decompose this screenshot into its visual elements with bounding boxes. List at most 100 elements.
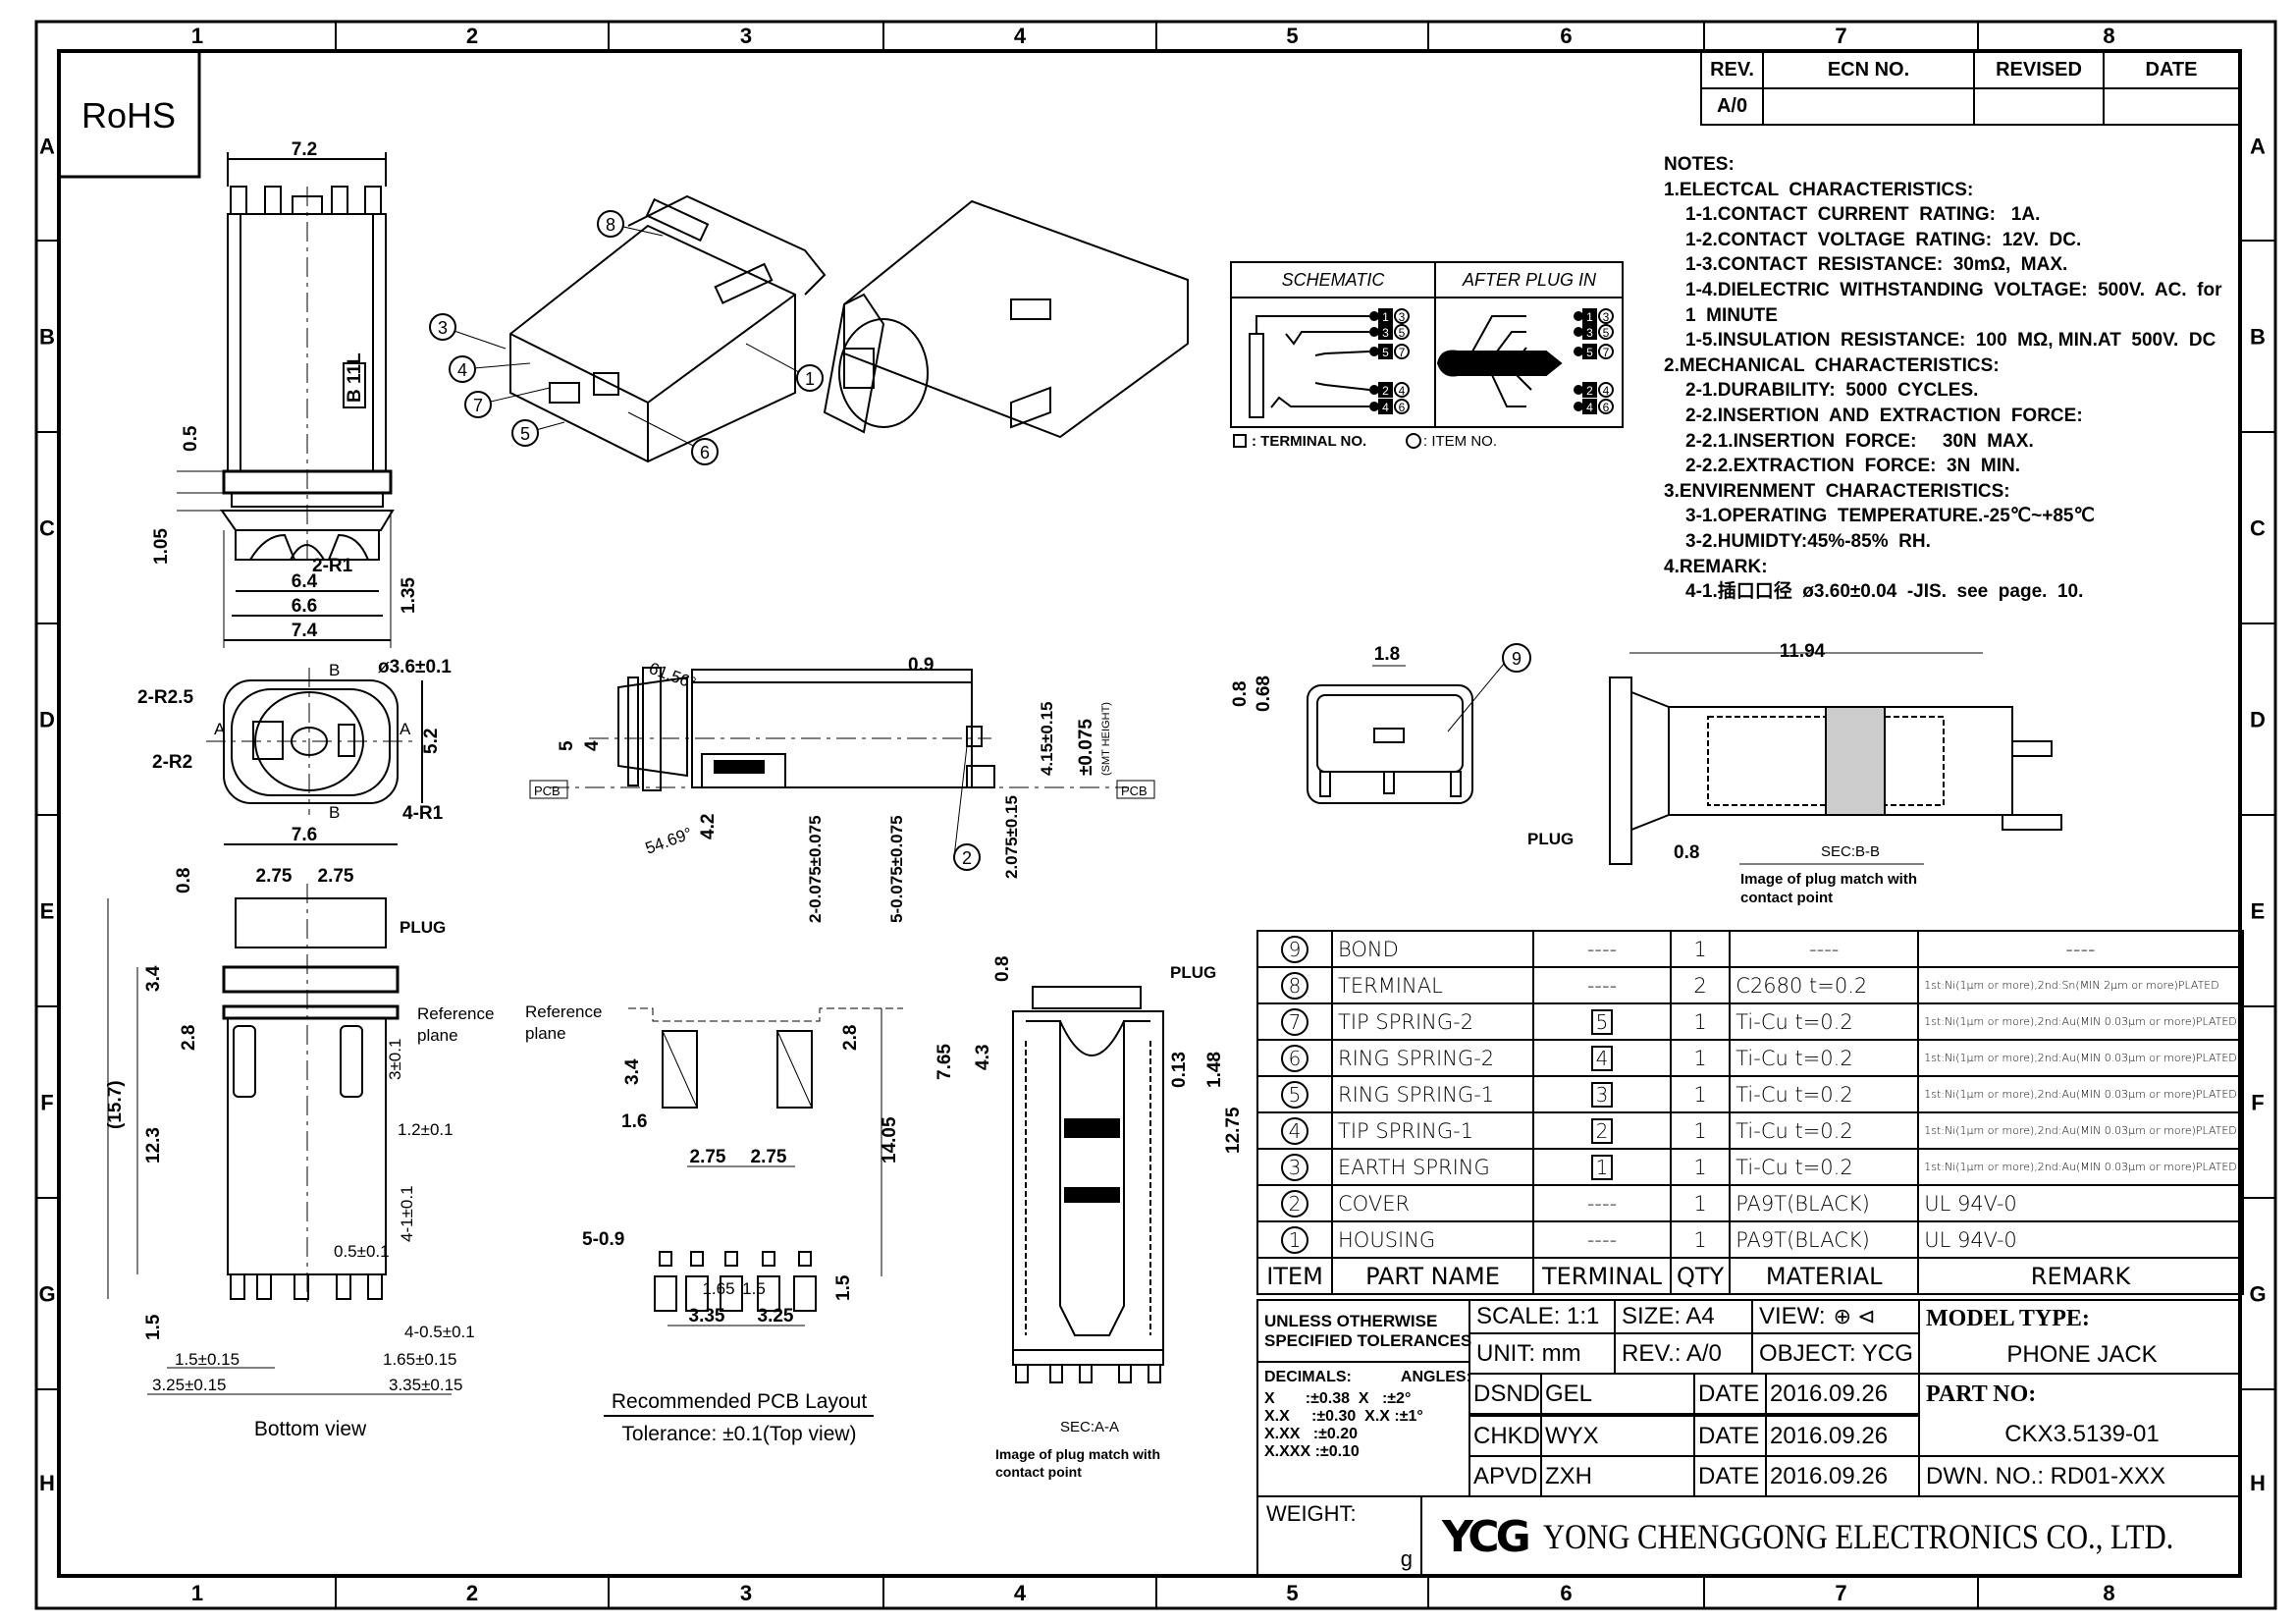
zone-row-left-E: E [40,899,55,924]
terminal-number: 3 [1586,326,1593,340]
bom-part: RING SPRING-2 [1331,1039,1534,1077]
dim-2-r2: 2-R2 [152,752,192,773]
view-label: VIEW: [1759,1303,1826,1329]
smt-height-label: (SMT HEIGHT) [1100,702,1112,776]
pcb-layout: Reference plane 3.4 2.8 1.6 2.75 2.75 14… [525,1002,903,1445]
item-number: 4 [1399,384,1406,398]
dim-5-2: 5.2 [421,729,442,754]
zone-column-top-1: 1 [191,24,203,48]
item-balloon: 5 [1281,1080,1308,1109]
bom-item: 5 [1256,1075,1333,1113]
dim-1-5: 1.5 [742,1279,766,1298]
terminal-number: 5 [1586,346,1593,359]
projection-symbol-icon: ⊕ ⊲ [1833,1304,1876,1328]
bom-qty: 2 [1669,966,1732,1004]
item-balloon: 8 [1281,971,1308,1000]
front-view: ø3.6±0.1 2-R2.5 2-R2 5.2 4-R1 7.6 A A B … [137,657,452,845]
bom-terminal: ---- [1532,966,1672,1004]
dim-4: 4 [582,740,603,751]
ecn-header: ECN NO. [1762,51,1975,89]
bom-header-part: PART NAME [1331,1257,1534,1295]
dim-smt-tol: ±0.075 [1076,719,1096,776]
bom-material: ---- [1729,930,1920,968]
marking-box [343,362,366,408]
signoff-name: WYX [1540,1415,1695,1457]
zone-row-left-D: D [39,708,55,732]
dim-5-0-9: 5-0.9 [582,1229,624,1250]
bom-qty: 1 [1669,1039,1732,1077]
note-line: 2.MECHANICAL CHARACTERISTICS: [1664,354,2000,376]
dim-3-4: 3.4 [143,965,164,992]
revised-header: REVISED [1973,51,2105,89]
dim-2-r1: 2-R1 [312,556,353,576]
dim-1-35: 1.35 [399,577,419,614]
rev-header: REV. [1700,51,1764,89]
dim-2-75-left: 2.75 [256,866,293,887]
zone-row-left-G: G [38,1282,55,1307]
bom-part: TIP SPRING-1 [1331,1111,1534,1150]
bom-terminal: 4 [1532,1039,1672,1077]
balloon-circle-1 [796,364,824,392]
dim-0-9: 0.9 [908,655,934,676]
dim-5: 5 [557,740,577,751]
bom-remark: 1st:Ni(1μm or more),2nd:Sn(MIN 2μm or mo… [1917,966,2244,1004]
terminal-number: 5 [1382,346,1389,359]
bom-part: TERMINAL [1331,966,1534,1004]
section-b-b: 11.94 PLUG 0.8 SEC:B-B Image of plug mat… [1527,641,2062,906]
bom-qty: 1 [1669,1148,1732,1186]
item-balloon: 3 [1281,1153,1308,1181]
dim-7-2: 7.2 [292,139,317,160]
note-line: 1-1.CONTACT CURRENT RATING: 1A. [1685,204,2041,226]
tolerance-xxx: X.XX :±0.20 [1264,1426,1359,1442]
note-line: 2-1.DURABILITY: 5000 CYCLES. [1685,380,1979,402]
dim-4-0-5: 4-0.5±0.1 [404,1323,475,1341]
date-value [2103,87,2240,126]
plane-label: plane [525,1024,566,1043]
schematic-title: SCHEMATIC [1282,270,1386,290]
zone-column-top-6: 6 [1560,24,1572,48]
model-type-value: PHONE JACK [2006,1340,2158,1368]
bom-header-terminal: TERMINAL [1532,1257,1672,1295]
balloon-2: 2 [962,848,972,868]
balloon-1: 1 [805,369,815,389]
balloon-6: 6 [700,443,710,462]
terminal-number: 1 [1586,310,1593,324]
bom-item: 9 [1256,930,1333,968]
bom-part: HOUSING [1331,1220,1534,1259]
bom-item: 8 [1256,966,1333,1004]
zone-column-top-5: 5 [1286,24,1298,48]
item-balloon: 9 [1281,935,1308,963]
zone-row-left-F: F [40,1091,53,1115]
part-no-value: CKX3.5139-01 [2004,1421,2160,1448]
balloon-circle-6 [691,438,719,465]
signoff-date-label: DATE [1693,1373,1767,1415]
inner-frame [57,49,2242,1578]
bom-part: BOND [1331,930,1534,968]
zone-row-left-B: B [39,325,55,350]
terminal-box: 2 [1590,1117,1614,1144]
zone-row-right-G: G [2249,1282,2266,1307]
zone-column-top-7: 7 [1835,24,1846,48]
note-line: 1 MINUTE [1685,304,1778,326]
zone-row-right-C: C [2250,516,2266,541]
signoff-date-label: DATE [1693,1415,1767,1457]
bom-item: 6 [1256,1039,1333,1077]
dim-1-65-tol: 1.65±0.15 [383,1350,457,1369]
dim-1-65: 1.65 [702,1279,734,1298]
dim-2-8: 2.8 [179,1025,199,1051]
terminal-number: 1 [1382,310,1389,324]
balloon-9: 9 [1512,649,1522,669]
bom-remark: 1st:Ni(1μm or more),2nd:Au(MIN 0.03μm or… [1917,1075,2244,1113]
bom-remark: 1st:Ni(1μm or more),2nd:Au(MIN 0.03μm or… [1917,1111,2244,1150]
dim-0-5: 0.5±0.1 [334,1242,390,1261]
note-line: NOTES: [1664,154,1735,175]
item-number: 6 [1603,401,1610,414]
bom-material: C2680 t=0.2 [1729,966,1920,1004]
